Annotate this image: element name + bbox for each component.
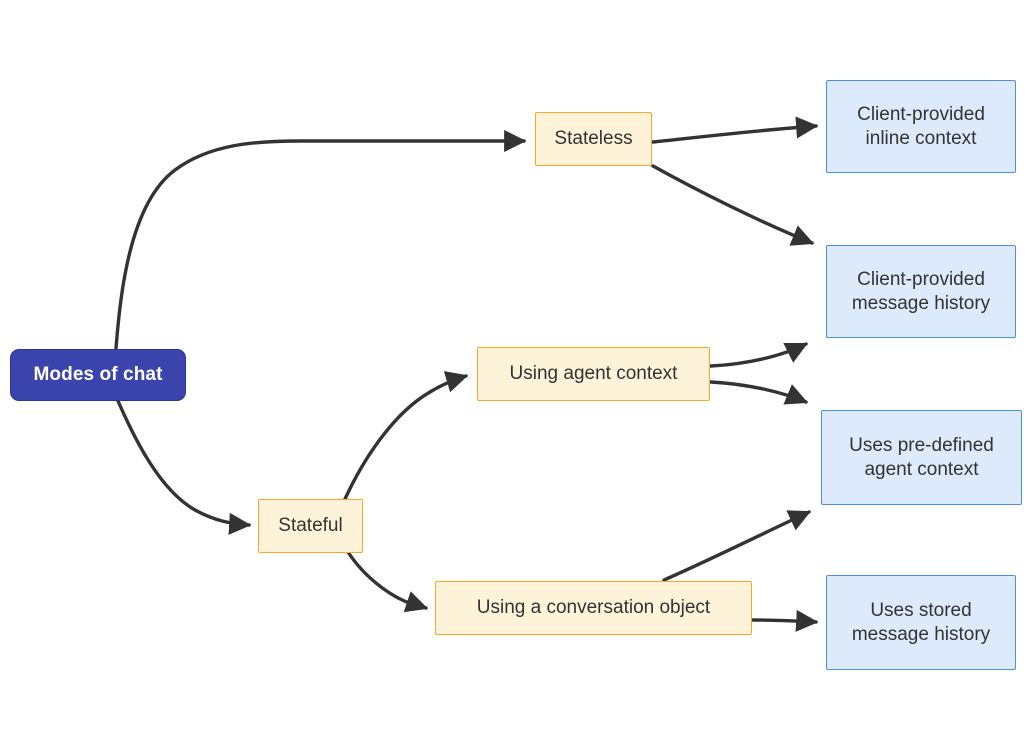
node-label: Stateless xyxy=(554,128,633,150)
node-label: Client-provided inline context xyxy=(857,103,985,149)
edge-stateful-to-conversation-object xyxy=(346,550,429,613)
edge-root-to-stateful xyxy=(116,399,252,535)
edge-stateful-to-agent-context xyxy=(343,371,469,501)
node-using-a-conversation-object[interactable]: Using a conversation object xyxy=(435,581,752,635)
edge-agent-context-to-client-history xyxy=(709,342,808,368)
node-modes-of-chat[interactable]: Modes of chat xyxy=(10,349,186,401)
node-uses-stored-message-history[interactable]: Uses stored message history xyxy=(826,575,1016,670)
edge-conversation-object-to-predefined xyxy=(662,510,812,582)
node-label: Stateful xyxy=(278,515,343,537)
node-label: Modes of chat xyxy=(33,364,163,386)
edge-stateless-to-client-history xyxy=(651,164,815,246)
node-client-provided-message-history[interactable]: Client-provided message history xyxy=(826,245,1016,338)
edge-root-to-stateless xyxy=(114,129,527,350)
node-using-agent-context[interactable]: Using agent context xyxy=(477,347,710,401)
node-uses-pre-defined-agent-context[interactable]: Uses pre-defined agent context xyxy=(821,410,1022,505)
node-label: Using a conversation object xyxy=(476,597,711,619)
node-client-provided-inline-context[interactable]: Client-provided inline context xyxy=(826,80,1016,173)
edge-agent-context-to-predefined xyxy=(709,380,809,405)
node-label: Uses pre-defined agent context xyxy=(849,434,994,480)
node-stateful[interactable]: Stateful xyxy=(258,499,363,553)
node-label: Client-provided message history xyxy=(851,268,991,314)
edge-stateless-to-inline xyxy=(651,116,819,144)
node-label: Using agent context xyxy=(509,363,678,385)
node-label: Uses stored message history xyxy=(851,599,991,645)
node-stateless[interactable]: Stateless xyxy=(535,112,652,166)
edge-conversation-object-to-stored-history xyxy=(751,609,819,632)
